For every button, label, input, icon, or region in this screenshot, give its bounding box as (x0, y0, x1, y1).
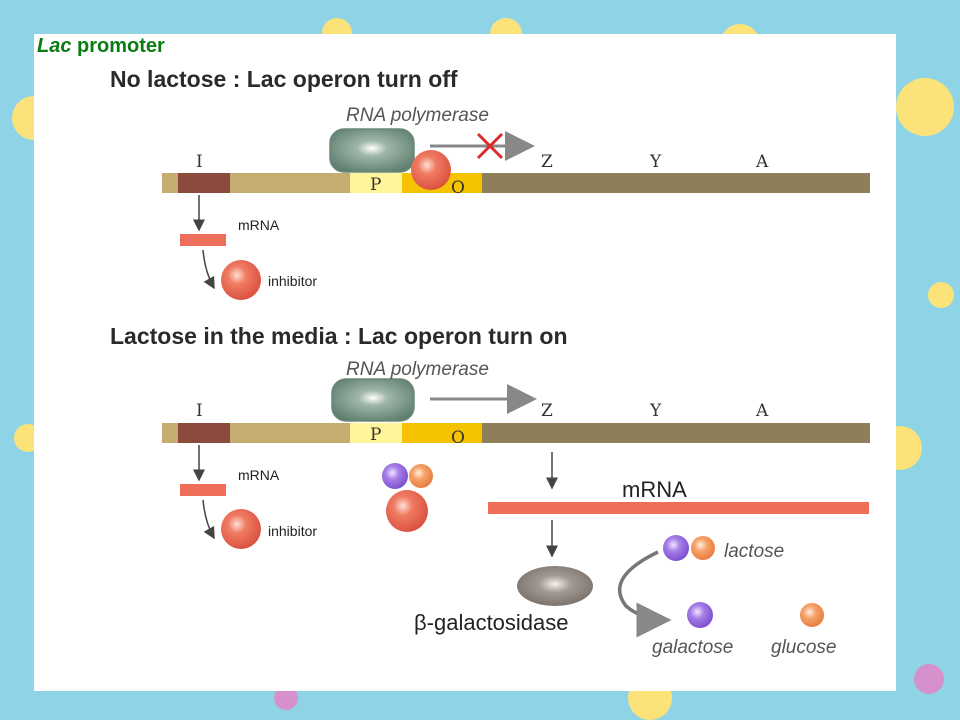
inhibitor-label: inhibitor (268, 523, 317, 539)
beta-galactosidase-label: β-galactosidase (414, 610, 569, 635)
gene-a-label: A (755, 152, 769, 172)
gene-i-label: I (196, 401, 203, 421)
slide-title-italic: Lac (37, 35, 72, 57)
gene-z-label: Z (541, 152, 553, 172)
gene-p-label: P (370, 425, 381, 445)
galactose-label: galactose (652, 637, 733, 658)
galactose-molecule-icon (687, 602, 713, 628)
rna-polymerase-label: RNA polymerase (346, 359, 489, 380)
panel-off: No lactose : Lac operon turn off I P O Z… (110, 66, 870, 300)
panel-off-heading: No lactose : Lac operon turn off (110, 66, 458, 92)
galactose-molecule-icon (382, 463, 408, 489)
beta-galactosidase-icon (517, 566, 593, 606)
gene-z-label: Z (541, 401, 553, 421)
curved-arrow-icon (202, 249, 215, 290)
gene-o-label: O (451, 428, 465, 448)
inhibitor-mrna-bar (180, 484, 226, 496)
rna-polymerase-shape (331, 378, 415, 422)
panel-on: Lactose in the media : Lac operon turn o… (110, 323, 870, 658)
cleavage-arrow-icon (617, 550, 672, 638)
gene-y-label: Y (649, 152, 662, 172)
gene-i-label: I (196, 152, 203, 172)
inactive-inhibitor-icon (386, 490, 428, 532)
glucose-label: glucose (771, 637, 837, 658)
inhibitor-mrna-label: mRNA (238, 467, 280, 483)
background-dot-pink (914, 664, 944, 694)
gene-a-label: A (755, 401, 769, 421)
operon-mrna-label: mRNA (622, 477, 687, 502)
glucose-molecule-icon (800, 603, 824, 627)
gene-i-region (178, 423, 230, 443)
glucose-molecule-icon (691, 536, 715, 560)
background-dot-yellow (928, 282, 954, 308)
structural-genes-region (482, 423, 870, 443)
background-dot-yellow (896, 78, 954, 136)
inhibitor-mrna-label: mRNA (238, 217, 280, 233)
galactose-molecule-icon (663, 535, 689, 561)
gene-p-label: P (370, 175, 381, 195)
promoter-region (350, 423, 402, 443)
lactose-label: lactose (724, 541, 784, 562)
blocked-x-icon (476, 132, 504, 160)
slide-panel (34, 34, 896, 691)
inhibitor-label: inhibitor (268, 273, 317, 289)
inhibitor-mrna-bar (180, 234, 226, 246)
repressor-bound-icon (411, 150, 451, 190)
operon-mrna-bar (488, 502, 869, 514)
slide-title: Lac promoter (37, 35, 165, 58)
rna-polymerase-label: RNA polymerase (346, 105, 489, 126)
gene-o-label: O (451, 178, 465, 198)
rna-polymerase-shape (329, 128, 415, 173)
operator-region (402, 423, 482, 443)
inhibitor-protein-icon (221, 260, 261, 300)
panel-on-heading: Lactose in the media : Lac operon turn o… (110, 323, 568, 349)
inhibitor-protein-icon (221, 509, 261, 549)
promoter-region (350, 173, 402, 193)
structural-genes-region (482, 173, 870, 193)
gene-y-label: Y (649, 401, 662, 421)
gene-i-region (178, 173, 230, 193)
curved-arrow-icon (202, 499, 215, 540)
slide-title-rest: promoter (71, 35, 165, 57)
glucose-molecule-icon (409, 464, 433, 488)
